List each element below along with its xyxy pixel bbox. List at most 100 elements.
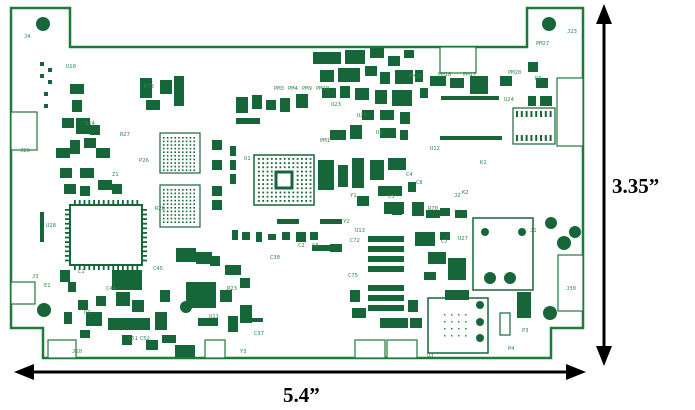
silk-label-u10: U10 [66,64,76,70]
mem-ball [174,137,176,139]
smd-pad [322,88,336,98]
silk-label-e1: E1 [44,283,51,289]
mem-ball [193,221,195,223]
bga-ball [292,162,295,164]
smd-pad [395,70,413,84]
smd-pad [212,200,222,210]
smd-pad [380,110,394,120]
smd-pad [310,232,318,240]
smd-pad [318,160,334,190]
silk-label-pm18: PM18 [438,72,451,78]
mem-ball [189,199,192,202]
qfp-pin [117,200,119,205]
silk-label-u2: U2 [376,130,383,136]
smd-pad [112,184,122,194]
connector-top-mid [439,46,477,74]
mem-ball [193,144,195,146]
bga-ball [270,158,273,160]
qfp-pin [102,200,105,205]
qfp-pin [98,200,100,205]
bga-ball [301,200,303,202]
mem-ball [189,155,192,157]
silk-label-c37: C37 [254,331,264,337]
bga-ball [309,158,312,160]
mem-ball [170,221,173,223]
smd-pad [280,98,290,112]
mem-ball [170,207,173,209]
bga-ball [288,195,290,198]
smd-pad [48,80,52,84]
mem-ball [170,169,173,171]
smd-pad [365,66,377,76]
mem-ball [174,165,176,168]
smd-pad [80,168,94,178]
mem-ball [163,196,165,198]
bga-ball [262,174,265,177]
mem-ball [163,144,165,146]
smd-pad [375,90,387,104]
u28-qfp-chip [65,200,147,270]
smd-pad [362,110,374,120]
connector-bottom-mid2 [386,339,418,359]
smd-pad [313,52,341,64]
mem-ball [178,144,180,146]
bga-ball [288,162,290,164]
smd-pad [146,100,160,110]
mem-ball [185,210,188,213]
bga-ball [305,162,308,164]
socket-pad [444,335,446,337]
bga-ball [301,162,303,164]
smd-pad [388,56,400,66]
mem-ball [185,214,188,216]
mem-ball [185,165,188,168]
smd-pad [60,168,72,178]
smd-pad [220,290,232,302]
smd-pad [378,186,402,196]
silkscreen-labels: U1U2U3U10U11U12U13U14U23U24U25U27U28J1J2… [20,29,577,359]
bga-ball [288,158,290,160]
bga-ball [270,166,273,169]
mem-ball [185,217,188,220]
mem-ball [189,165,192,168]
mem-ball [189,203,192,205]
qfp-pin [74,200,76,205]
smd-pad [540,96,552,106]
bga-ball [305,195,308,198]
bga-ball [288,200,290,202]
mem-ball [189,217,192,220]
mem-ball [189,221,192,223]
mem-ball [189,162,192,164]
silk-label-c75: C75 [348,273,358,279]
mem-ball [170,214,173,216]
rj-module [472,217,534,291]
smd-pad [175,345,195,357]
bga-ball [301,187,303,190]
qfp-pin [142,259,147,262]
bga-ball [279,158,282,160]
qfp-pin [126,200,129,205]
mem-ball [163,158,165,161]
mem-ball [178,162,180,164]
mem-ball [174,144,176,146]
mem-ball [174,210,176,213]
mem-ball [174,192,176,195]
mem-ball [178,158,180,161]
bga-ball [266,187,269,190]
smd-pad [225,265,241,275]
silk-label-u28: U28 [46,223,56,229]
mem-ball [170,196,173,198]
mem-ball [182,137,184,139]
mem-ball [178,210,180,213]
silk-label-y3: Y3 [240,349,247,355]
mem-ball [170,147,173,150]
bga-ball [266,158,269,160]
bga-ball [288,166,290,169]
bga-ball [262,166,265,169]
smd-pad [236,118,260,124]
bga-ball [266,200,269,202]
silk-label-r23: R23 [227,286,237,292]
mem-ball [182,155,184,157]
bga-ball [275,158,277,160]
connector-bottom-mid1 [354,339,386,359]
smd-pad [212,186,222,196]
